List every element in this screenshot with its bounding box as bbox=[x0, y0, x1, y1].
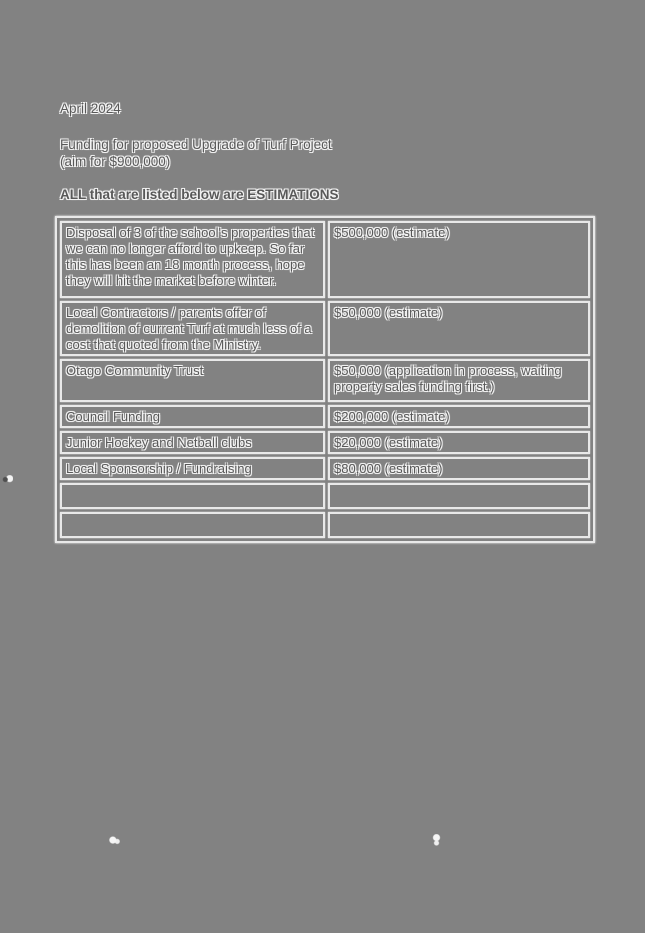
document-date: April 2024 bbox=[60, 101, 121, 116]
table-row bbox=[60, 512, 590, 538]
table-row: Disposal of 3 of the school's properties… bbox=[60, 221, 590, 298]
table-row: Local Contractors / parents offer of dem… bbox=[60, 301, 590, 356]
amount-cell: $50,000 (application in process, waiting… bbox=[328, 359, 590, 402]
funding-source-cell: Local Sponsorship / Fundraising bbox=[60, 457, 325, 480]
funding-source-cell: Otago Community Trust bbox=[60, 359, 325, 402]
amount-cell bbox=[328, 512, 590, 538]
scan-artifact bbox=[432, 834, 441, 846]
scan-artifact bbox=[2, 475, 13, 484]
amount-cell: $20,000 (estimate) bbox=[328, 431, 590, 454]
amount-cell: $200,000 (estimate) bbox=[328, 405, 590, 428]
funding-source-cell bbox=[60, 483, 325, 509]
document-title-line1: Funding for proposed Upgrade of Turf Pro… bbox=[60, 137, 332, 152]
table-row: Otago Community Trust $50,000 (applicati… bbox=[60, 359, 590, 402]
table-row: Council Funding $200,000 (estimate) bbox=[60, 405, 590, 428]
amount-cell bbox=[328, 483, 590, 509]
funding-table: Disposal of 3 of the school's properties… bbox=[55, 216, 595, 543]
funding-source-cell: Local Contractors / parents offer of dem… bbox=[60, 301, 325, 356]
document-title-line2: (aim for $900,000) bbox=[60, 154, 171, 169]
amount-cell: $500,000 (estimate) bbox=[328, 221, 590, 298]
estimations-note: ALL that are listed below are ESTIMATION… bbox=[60, 187, 339, 202]
funding-source-cell: Council Funding bbox=[60, 405, 325, 428]
document-title: Funding for proposed Upgrade of Turf Pro… bbox=[60, 136, 332, 170]
amount-cell: $80,000 (estimate) bbox=[328, 457, 590, 480]
funding-source-cell: Disposal of 3 of the school's properties… bbox=[60, 221, 325, 298]
amount-cell: $50,000 (estimate) bbox=[328, 301, 590, 356]
table-row: Local Sponsorship / Fundraising $80,000 … bbox=[60, 457, 590, 480]
funding-source-cell bbox=[60, 512, 325, 538]
funding-source-cell: Junior Hockey and Netball clubs bbox=[60, 431, 325, 454]
table-row bbox=[60, 483, 590, 509]
table-row: Junior Hockey and Netball clubs $20,000 … bbox=[60, 431, 590, 454]
scan-artifact bbox=[109, 836, 120, 845]
